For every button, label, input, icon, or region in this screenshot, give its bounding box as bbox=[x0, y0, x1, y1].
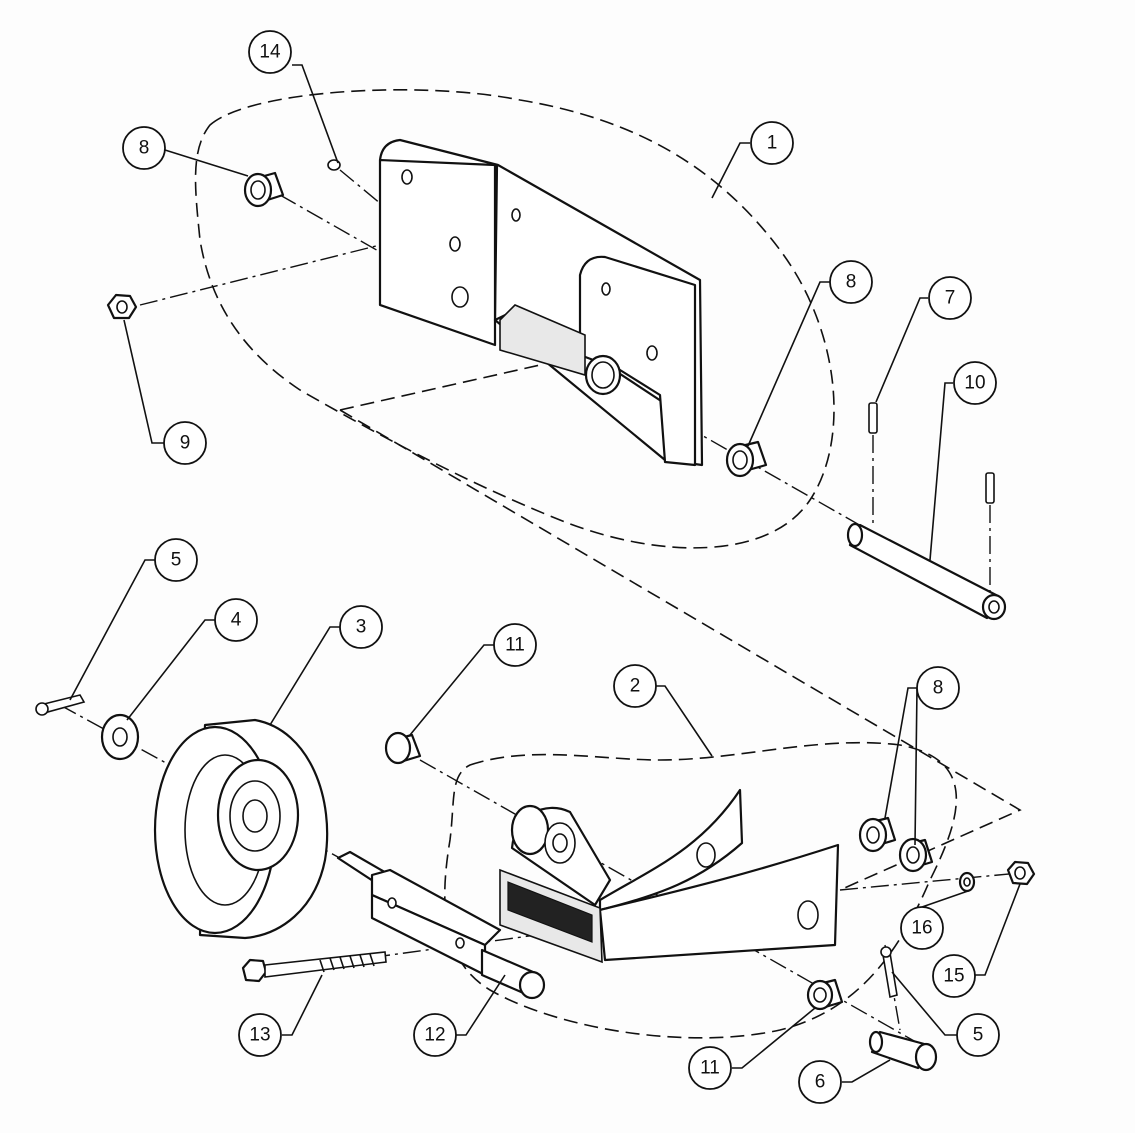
part-16-lock-washer bbox=[958, 871, 976, 893]
centerline-right-parts bbox=[839, 871, 1031, 891]
callout-8-label: 8 bbox=[846, 272, 857, 293]
callout-3: 3 bbox=[339, 605, 383, 649]
part-7-roll-pins bbox=[868, 402, 995, 504]
leader-4 bbox=[126, 619, 215, 721]
callout-8-upper-left: 8 bbox=[122, 126, 166, 170]
part-8-bushing-lower-a bbox=[858, 816, 897, 853]
assembly-link-dash bbox=[339, 364, 1022, 891]
part-6-clevis-pin bbox=[868, 1030, 938, 1072]
leader-8a bbox=[164, 149, 249, 177]
leader-3 bbox=[269, 626, 340, 726]
callout-4-label: 4 bbox=[231, 610, 242, 631]
callout-1: 1 bbox=[750, 121, 794, 165]
part-8-bushing-lower-b bbox=[898, 837, 934, 873]
leader-13 bbox=[282, 974, 323, 1036]
callout-1-label: 1 bbox=[767, 133, 778, 154]
callout-12: 12 bbox=[413, 1013, 457, 1057]
leader-16 bbox=[921, 890, 969, 908]
callout-14: 14 bbox=[248, 30, 292, 74]
leader-10 bbox=[929, 382, 953, 561]
callout-8-label: 8 bbox=[933, 678, 944, 699]
leader-1 bbox=[711, 142, 750, 199]
part-8-bushing-left bbox=[243, 171, 285, 208]
part-2-arm bbox=[499, 788, 840, 964]
callout-7-label: 7 bbox=[945, 288, 956, 309]
callout-16-label: 16 bbox=[911, 918, 932, 939]
callout-7: 7 bbox=[928, 276, 972, 320]
part-3-wheel bbox=[153, 718, 329, 940]
callout-11-label: 11 bbox=[700, 1058, 720, 1079]
callout-2: 2 bbox=[613, 664, 657, 708]
callout-10-label: 10 bbox=[964, 373, 985, 394]
callout-3-label: 3 bbox=[356, 617, 367, 638]
part-8-bushing-right bbox=[725, 440, 768, 478]
part-12-axle bbox=[336, 850, 546, 1000]
callout-12-label: 12 bbox=[424, 1025, 445, 1046]
callout-14-label: 14 bbox=[259, 42, 281, 63]
callout-2-label: 2 bbox=[630, 676, 641, 697]
callout-5-label: 5 bbox=[171, 550, 182, 571]
callout-11-label: 11 bbox=[505, 635, 525, 656]
part-13-bolt bbox=[241, 951, 387, 983]
leader-14 bbox=[292, 64, 339, 164]
leader-11b bbox=[732, 1007, 816, 1069]
leader-5b bbox=[891, 971, 957, 1036]
callout-11-top: 11 bbox=[493, 623, 537, 667]
callout-13: 13 bbox=[238, 1013, 282, 1057]
callout-5-right: 5 bbox=[956, 1013, 1000, 1057]
part-15-nut bbox=[1006, 860, 1036, 886]
callout-10: 10 bbox=[953, 361, 997, 405]
leader-15 bbox=[975, 883, 1021, 976]
callout-15-label: 15 bbox=[943, 966, 964, 987]
part-5-cotter-pin-left bbox=[35, 694, 86, 716]
leader-11a bbox=[409, 644, 494, 736]
assembly-1-outline bbox=[194, 89, 835, 549]
leader-8b bbox=[747, 281, 830, 447]
callout-16: 16 bbox=[900, 906, 944, 950]
callout-8-label: 8 bbox=[139, 138, 150, 159]
callout-5-label: 5 bbox=[973, 1025, 984, 1046]
callout-5-left: 5 bbox=[154, 538, 198, 582]
part-10-shaft bbox=[846, 522, 1007, 621]
part-5-cotter-pin-right bbox=[880, 946, 898, 999]
callout-6-label: 6 bbox=[815, 1072, 826, 1093]
leader-2 bbox=[656, 685, 713, 757]
callout-11-bottom: 11 bbox=[688, 1046, 732, 1090]
callout-6: 6 bbox=[798, 1060, 842, 1104]
callout-9-label: 9 bbox=[180, 433, 191, 454]
part-11-bushing-top bbox=[384, 731, 422, 765]
part-11-bushing-bottom bbox=[806, 978, 844, 1011]
callout-9: 9 bbox=[163, 421, 207, 465]
callout-8-lower: 8 bbox=[916, 666, 960, 710]
leader-9 bbox=[123, 319, 164, 444]
callout-15: 15 bbox=[932, 954, 976, 998]
part-9-nut bbox=[106, 293, 138, 320]
leader-6 bbox=[842, 1059, 891, 1083]
callout-4: 4 bbox=[214, 598, 258, 642]
callout-8-upper-right: 8 bbox=[829, 260, 873, 304]
callout-13-label: 13 bbox=[249, 1025, 270, 1046]
part-4-washer bbox=[100, 713, 140, 761]
leader-8c bbox=[884, 687, 918, 846]
leader-12 bbox=[456, 974, 506, 1036]
leader-7 bbox=[875, 297, 928, 403]
part-1-bracket bbox=[378, 138, 704, 467]
leader-5a bbox=[69, 559, 155, 701]
